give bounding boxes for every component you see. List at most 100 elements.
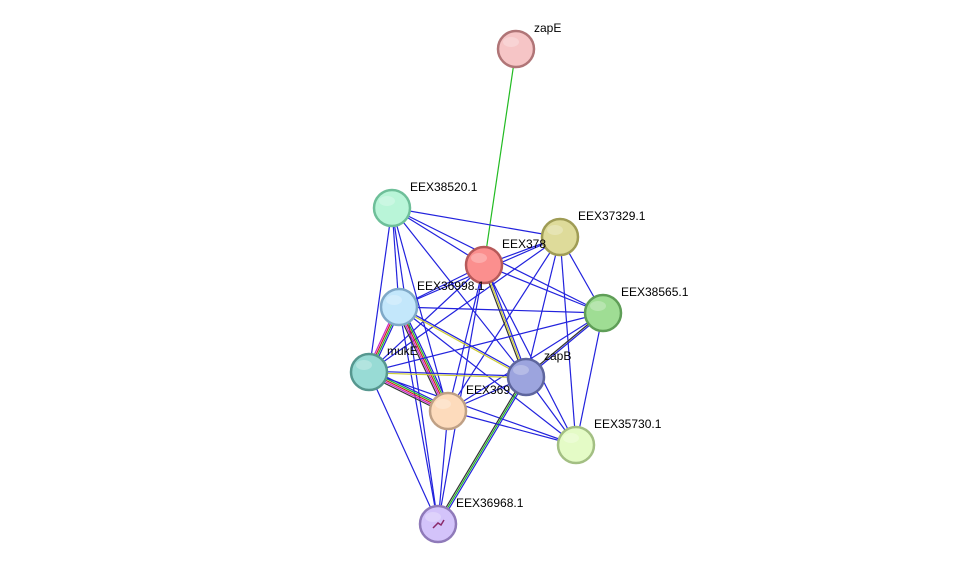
edge-eex38565-1-muke: [368, 312, 604, 373]
edge-eex378-zapb: [481, 264, 529, 378]
node-label-eex35730-1: EEX35730.1: [594, 417, 662, 431]
node-eex369[interactable]: [428, 391, 468, 431]
node-eex37329-1[interactable]: [540, 217, 580, 257]
edge-eex378-eex38565-1: [483, 264, 604, 314]
edge-muke-zapb: [368, 370, 527, 379]
edge-line: [395, 308, 446, 413]
node-circle[interactable]: [372, 188, 412, 228]
edge-line: [368, 236, 561, 373]
node-eex35730-1[interactable]: [556, 425, 596, 465]
edge-eex378-muke: [368, 264, 485, 373]
edge-line: [483, 264, 577, 446]
edge-line: [391, 207, 449, 412]
edge-line: [481, 265, 526, 378]
edge-zapb-eex36968-1: [436, 375, 528, 526]
edge-eex38520-1-eex369: [391, 207, 449, 412]
node-eex38565-1[interactable]: [583, 293, 623, 333]
node-label-muke: mukE: [387, 344, 418, 358]
node-muke[interactable]: [349, 352, 389, 392]
edge-eex38520-1-zapb: [391, 207, 527, 378]
edge-line: [398, 307, 526, 379]
node-circle[interactable]: [583, 293, 623, 333]
node-highlight: [547, 225, 563, 235]
edge-eex369-eex35730-1: [447, 410, 577, 446]
node-label-eex36998-1: EEX36998.1: [417, 279, 485, 293]
protein-structure-icon: [432, 519, 445, 529]
node-label-zape: zapE: [534, 21, 561, 35]
edge-line: [525, 236, 561, 378]
node-layer: [349, 29, 623, 544]
node-eex378[interactable]: [464, 245, 504, 285]
edge-line: [368, 264, 485, 373]
node-highlight: [356, 360, 372, 370]
edge-eex38520-1-muke: [368, 207, 393, 373]
edge-eex36998-1-zapb: [398, 305, 527, 379]
edge-eex37329-1-zapb: [525, 236, 561, 378]
edge-eex38520-1-eex37329-1: [391, 207, 561, 238]
node-circle[interactable]: [496, 29, 536, 69]
node-highlight: [379, 196, 395, 206]
edge-line: [484, 264, 529, 377]
node-label-eex38520-1: EEX38520.1: [410, 180, 478, 194]
edge-eex36998-1-eex38565-1: [398, 306, 604, 314]
edge-line: [368, 312, 604, 373]
node-circle[interactable]: [464, 245, 504, 285]
node-circle[interactable]: [428, 391, 468, 431]
node-highlight: [503, 37, 519, 47]
node-highlight: [425, 512, 441, 522]
node-circle[interactable]: [379, 287, 419, 327]
edge-line: [483, 264, 527, 378]
node-circle[interactable]: [506, 357, 546, 397]
edge-line: [483, 264, 604, 314]
edge-line: [575, 312, 604, 446]
edge-line: [447, 410, 577, 446]
edge-line: [399, 305, 527, 377]
edge-eex37329-1-muke: [368, 236, 561, 373]
edge-line: [438, 377, 528, 526]
edge-line: [398, 306, 604, 314]
edge-eex378-eex35730-1: [483, 264, 577, 446]
node-highlight: [563, 433, 579, 443]
edge-eex38565-1-eex35730-1: [575, 312, 604, 446]
edge-line: [437, 376, 527, 525]
node-highlight: [386, 295, 402, 305]
edge-line: [398, 306, 439, 525]
edge-zape-eex378: [483, 48, 517, 266]
node-circle[interactable]: [556, 425, 596, 465]
edge-line: [391, 207, 439, 525]
label-layer: zapE EEX38520.1EEX37329.1EEX378EEX36998.1…: [387, 21, 689, 510]
node-zapb[interactable]: [506, 357, 546, 397]
node-label-eex38565-1: EEX38565.1: [621, 285, 689, 299]
node-highlight: [590, 301, 606, 311]
node-highlight: [471, 253, 487, 263]
edge-line: [391, 207, 527, 378]
edge-line: [447, 264, 485, 412]
edge-line: [436, 375, 526, 524]
edge-eex36998-1-eex36968-1: [398, 306, 439, 525]
node-highlight: [513, 365, 529, 375]
edge-eex378-eex369: [447, 264, 485, 412]
edge-line: [369, 370, 527, 377]
node-circle[interactable]: [349, 352, 389, 392]
node-label-eex37329-1: EEX37329.1: [578, 209, 646, 223]
edge-line: [368, 372, 526, 379]
node-label-eex36968-1: EEX36968.1: [456, 496, 524, 510]
edge-eex378-eex36968-1: [437, 264, 485, 525]
node-highlight: [435, 399, 451, 409]
edge-line: [368, 371, 577, 446]
edge-line: [437, 264, 485, 525]
node-circle[interactable]: [540, 217, 580, 257]
node-label-eex369: EEX369: [466, 383, 510, 397]
edge-muke-eex36968-1: [368, 371, 439, 525]
node-eex36998-1[interactable]: [379, 287, 419, 327]
node-eex38520-1[interactable]: [372, 188, 412, 228]
edge-line: [368, 371, 439, 525]
edge-line: [391, 207, 561, 238]
edge-eex38520-1-eex36968-1: [391, 207, 439, 525]
node-label-eex378: EEX378: [502, 237, 546, 251]
edge-line: [368, 207, 393, 373]
edge-line: [483, 48, 517, 266]
edge-muke-eex35730-1: [368, 371, 577, 446]
node-zape[interactable]: [496, 29, 536, 69]
